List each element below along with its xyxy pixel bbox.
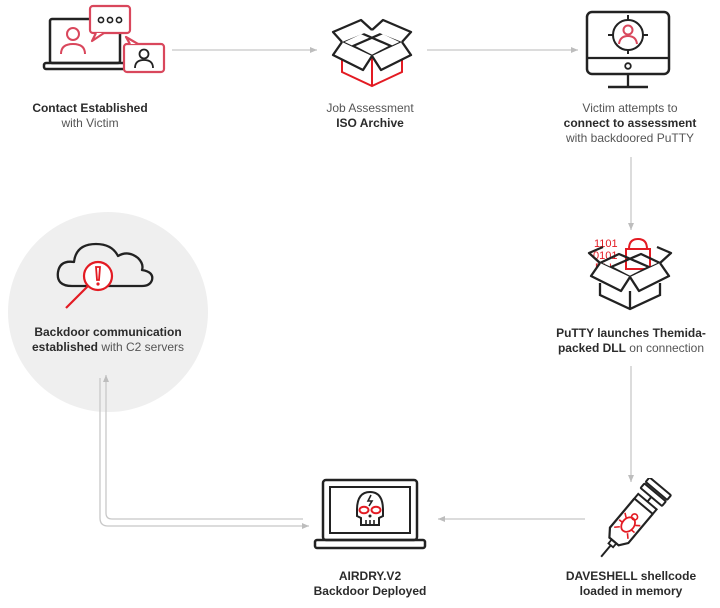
label-line: AIRDRY.V2 xyxy=(338,569,402,583)
label-line: established with C2 servers xyxy=(31,340,185,354)
monitor-target-user-icon xyxy=(585,10,671,89)
syringe-bug-icon xyxy=(600,478,672,558)
binary-glyph-1: 1101 xyxy=(594,238,618,250)
arrow-c2-to-airdry xyxy=(99,378,309,529)
cloud-alert-icon xyxy=(56,242,154,309)
label-line: loaded in memory xyxy=(579,584,683,598)
step-label-airdry: AIRDRY.V2 Backdoor Deployed xyxy=(290,569,450,599)
label-line: packed DLL on connection xyxy=(557,341,705,355)
laptop-skull-icon xyxy=(313,478,427,550)
step-label-contact: Contact Established with Victim xyxy=(10,101,170,131)
label-line: with Victim xyxy=(61,116,119,130)
label-line: Job Assessment xyxy=(326,101,414,115)
laptop-chat-icon xyxy=(42,4,166,74)
open-box-icon xyxy=(331,18,413,88)
step-label-c2: Backdoor communication established with … xyxy=(18,325,198,355)
label-line: Backdoor communication xyxy=(34,325,182,339)
step-label-iso: Job Assessment ISO Archive xyxy=(290,101,450,131)
label-line: Backdoor Deployed xyxy=(313,584,427,598)
label-line: ISO Archive xyxy=(336,116,404,130)
label-line: DAVESHELL shellcode xyxy=(565,569,697,583)
label-line: Victim attempts to xyxy=(582,101,678,115)
label-line: PuTTY launches Themida- xyxy=(556,326,706,340)
step-label-putty: PuTTY launches Themida- packed DLL on co… xyxy=(545,326,717,356)
binary-glyph-2: 0101 xyxy=(593,250,617,262)
arrow-airdry-to-c2 xyxy=(103,375,303,520)
step-label-victim: Victim attempts to connect to assessment… xyxy=(545,101,715,146)
label-line: connect to assessment xyxy=(563,116,697,130)
label-line: with backdoored PuTTY xyxy=(565,131,695,145)
label-line: Contact Established xyxy=(32,101,148,115)
box-binary-lock-icon: 1101 0101 DLL xyxy=(587,237,673,311)
step-label-daveshell: DAVESHELL shellcode loaded in memory xyxy=(548,569,714,599)
